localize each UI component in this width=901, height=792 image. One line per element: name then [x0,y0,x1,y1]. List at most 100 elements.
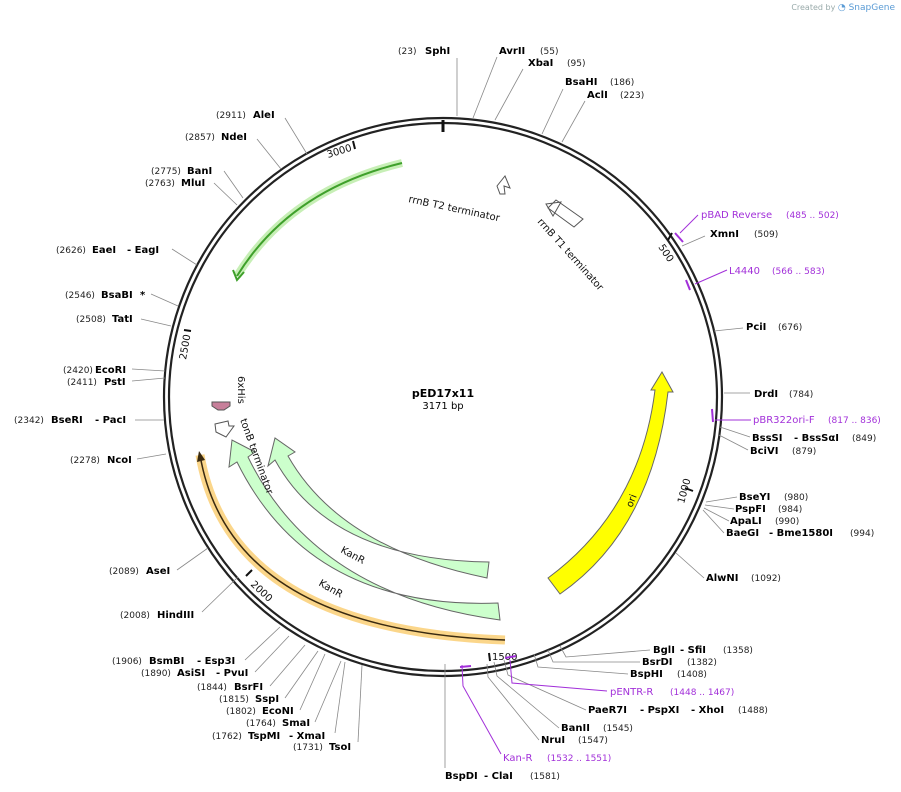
kanr-inner-label: KanR [339,545,367,567]
tick-3000: 3000 [326,143,354,161]
enzyme-pos-bsmbi: (1906) [112,657,142,667]
enzyme-apali: ApaLI [730,516,762,527]
leader-bsrfi [269,644,306,687]
enzyme-bsrfi: BsrFI [234,682,263,693]
leader-acli [561,100,586,143]
enzyme-ecori: EcoRI [95,365,126,376]
leader-pspfi [704,504,735,510]
enzyme-bsabi: BsaBI [101,290,133,301]
enzyme-pos-avrii: (55) [540,47,558,57]
enzyme-pos-bsrfi: (1844) [197,683,227,693]
leader-pcii [713,327,744,332]
mark-pentr-r [504,655,517,659]
enzyme-eaei-2: - EagI [127,245,159,256]
enzyme-pos-bcivi: (879) [792,447,816,457]
green-arrowhead [232,269,245,282]
leader-sspi [284,650,319,699]
primer-marks [459,214,751,755]
leader-nrui [486,663,540,741]
leader-ndei [256,138,282,170]
mark-pbad-reverse [674,232,684,243]
leader-hindiii [201,576,239,613]
leader-pbad-reverse [679,214,699,234]
plasmid-name: pED17x11 [412,387,474,400]
enzyme-pos-asisi: (1890) [141,669,171,679]
rrnb-t2-terminator-label: rrnB T2 terminator [407,194,501,224]
credit-prefix: Created by [791,3,836,12]
enzyme-smai: SmaI [282,718,310,729]
enzyme-pos-tsoi: (1731) [293,743,323,753]
tick-1500: 1500 [492,652,517,663]
snapgene-credit: Created by ◔ SnapGene [791,3,895,13]
enzyme-pos-asei: (2089) [109,567,139,577]
kanr-inner-arrow [267,437,490,579]
enzyme-pos-ecori: (2420) [63,366,93,376]
enzyme-bseyi: BseYI [739,492,770,503]
enzyme-asei: AseI [146,566,170,577]
enzyme-bsssi-2: - BssSαI [794,433,839,444]
tick-2000-mark [245,569,253,577]
leader-alei [284,117,308,155]
mark-kan-r [459,665,472,668]
enzyme-pos-bsssi: (849) [852,434,876,444]
enzyme-labels: (23) SphI AvrII (55) XbaI (95) BsaHI (18… [14,46,876,782]
primer-range-kan-r: (1532 .. 1551) [547,754,611,764]
enzyme-pspfi: PspFI [735,504,766,515]
leader-bseyi [705,496,738,503]
primer-labels: pBAD Reverse (485 .. 502) L4440 (566 .. … [503,210,881,764]
enzyme-bani: BanI [187,166,212,177]
leader-bsmbi [244,626,281,661]
enzyme-bgli-2: - SfiI [680,645,706,656]
primer-range-l4440: (566 .. 583) [772,267,825,277]
tick-500-mark [667,232,673,241]
tick-1000-mark [684,487,694,492]
enzyme-bsssi: BssSI [752,433,782,444]
enzyme-pos-tspmi: (1762) [212,732,242,742]
enzyme-pos-alei: (2911) [216,111,246,121]
enzyme-sspi: SspI [255,694,279,705]
enzyme-pos-alwni: (1092) [751,574,781,584]
tonb-terminator-arrow [214,420,235,438]
primer-pbad-reverse: pBAD Reverse [701,210,772,221]
enzyme-pos-xmni: (509) [754,230,778,240]
snapgene-logo: ◔ SnapGene [837,3,895,13]
enzyme-tspmi: TspMI [248,731,280,742]
enzyme-pos-sspi: (1815) [219,695,249,705]
enzyme-pos-bsabi: (2546) [65,291,95,301]
leader-psti [131,377,166,382]
primer-kan-r: Kan-R [503,753,532,764]
leader-banii [493,661,560,729]
enzyme-pos-bsahi: (186) [610,78,634,88]
enzyme-pos-baegi: (994) [850,529,874,539]
enzyme-alei: AleI [253,110,275,121]
enzyme-bsrdi: BsrDI [642,657,673,668]
leader-pentr-r [509,659,608,692]
enzyme-pos-pspfi: (984) [778,505,802,515]
leader-econi [299,653,326,711]
leader-xmni [681,235,706,247]
primer-pbr322ori-f: pBR322ori-F [753,415,815,426]
enzyme-ndei: NdeI [221,132,247,143]
enzyme-avrii: AvrII [499,46,525,57]
enzyme-pos-bgli: (1358) [723,646,753,656]
tick-1500-mark [488,652,491,662]
enzyme-banii: BanII [561,723,590,734]
orange-arrowhead [197,451,205,462]
enzyme-pos-eaei: (2626) [56,246,86,256]
enzyme-bsmbi: BsmBI [149,656,184,667]
enzyme-pos-drdi: (784) [789,390,813,400]
leader-avrii [472,56,498,119]
enzyme-pos-bspdi: (1581) [530,772,560,782]
enzyme-pos-mlui: (2763) [145,179,175,189]
leader-bsphi [533,653,629,675]
enzyme-pos-bsrdi: (1382) [687,658,717,668]
enzyme-pos-bani: (2775) [151,167,181,177]
enzyme-pos-smai: (1764) [246,719,276,729]
green-arrow [236,162,403,277]
enzyme-mlui: MluI [181,178,205,189]
enzyme-tspmi-2: - XmaI [289,731,325,742]
tick-3000-mark [352,140,356,150]
his-tag-arrow [211,401,231,411]
enzyme-paer7i-3: - XhoI [691,705,724,716]
